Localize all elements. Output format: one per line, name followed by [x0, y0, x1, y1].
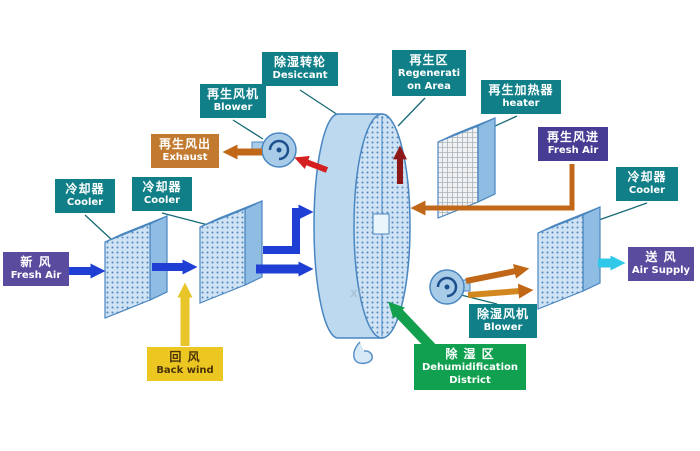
fan-spiral [436, 276, 458, 298]
cooler-left-box [104, 215, 168, 319]
label-cooler-right-zh: 冷却器 [627, 170, 667, 184]
label-desiccant-wheel: 除湿转轮 Desiccant [262, 52, 338, 86]
label-regen-heater-zh: 再生加热器 [488, 83, 554, 97]
label-dehumid-blower-en: Blower [483, 322, 523, 333]
fan-spiral [268, 139, 290, 161]
label-regen-blower-en: Blower [213, 102, 253, 113]
label-regen-exhaust-en: Exhaust [162, 152, 208, 163]
label-dehumid-district-zh: 除 湿 区 [445, 347, 495, 361]
wheel-to-blower-arrow [294, 155, 329, 173]
label-air-supply: 送 风 Air Supply [628, 247, 694, 281]
cooler-mid-box [199, 200, 263, 304]
connector-regen-area [397, 97, 426, 127]
connector-regen-blower [232, 119, 264, 140]
cooler-right-box [537, 206, 601, 310]
label-regen-fresh-air-en: Fresh Air [547, 145, 599, 156]
label-regen-exhaust: 再生风出 Exhaust [151, 134, 219, 168]
wheel-hub [372, 213, 390, 235]
label-desiccant-en: Desiccant [272, 70, 328, 81]
label-regen-heater-en: heater [502, 98, 540, 109]
label-cooler-mid-zh: 冷却器 [142, 180, 182, 194]
label-regen-exhaust-zh: 再生风出 [158, 137, 211, 151]
label-back-wind-zh: 回 风 [169, 350, 201, 364]
label-regen-blower-zh: 再生风机 [206, 87, 259, 101]
regen-blower-fan [251, 132, 297, 168]
dry-air-arrow-2 [467, 283, 534, 299]
label-dehumidification-district: 除 湿 区 Dehumidification District [414, 344, 526, 390]
dry-air-arrow-1 [465, 263, 530, 284]
label-regen-area-zh: 再生区 [409, 53, 449, 67]
regen-heater-box [437, 117, 496, 219]
label-regen-area-en: Regeneration Area [397, 68, 461, 92]
label-air-supply-zh: 送 风 [645, 250, 677, 264]
label-fresh-air-en: Fresh Air [10, 270, 62, 281]
wheel-seal-ribbon [353, 341, 373, 365]
label-fresh-air-zh: 新 风 [20, 255, 52, 269]
connector-dehumid-blower [460, 294, 498, 305]
regen-air-path-arrow [410, 164, 575, 216]
label-cooler-left-zh: 冷却器 [65, 182, 105, 196]
label-cooler-left-en: Cooler [66, 197, 104, 208]
label-fresh-air-inlet: 新 风 Fresh Air [3, 252, 69, 286]
label-regen-blower: 再生风机 Blower [200, 84, 266, 118]
label-air-supply-en: Air Supply [631, 265, 691, 276]
label-cooler-mid-en: Cooler [143, 195, 181, 206]
label-dehumid-district-en: Dehumidification District [421, 362, 519, 386]
dehumid-blower-fan [429, 269, 471, 305]
watermark: xt [350, 286, 363, 301]
label-cooler-right: 冷却器 Cooler [616, 167, 678, 201]
label-cooler-mid: 冷却器 Cooler [132, 177, 192, 211]
connector-cooler-right [595, 202, 648, 222]
flow-arrows [68, 144, 626, 356]
label-back-wind-en: Back wind [156, 365, 214, 376]
connector-cooler-left [84, 214, 113, 241]
label-desiccant-zh: 除湿转轮 [273, 55, 326, 69]
label-regen-fresh-air-zh: 再生风进 [546, 130, 599, 144]
process-air-arrow-3 [263, 204, 314, 254]
label-dehumid-blower-zh: 除湿风机 [476, 307, 529, 321]
label-back-wind: 回 风 Back wind [147, 347, 223, 381]
label-regeneration-area: 再生区 Regeneration Area [392, 50, 466, 96]
label-cooler-right-en: Cooler [628, 185, 666, 196]
label-regen-heater: 再生加热器 heater [481, 80, 561, 114]
desiccant-wheel [313, 113, 411, 365]
label-dehumid-blower: 除湿风机 Blower [469, 304, 537, 338]
label-cooler-left: 冷却器 Cooler [55, 179, 115, 213]
connector-cooler-mid [161, 212, 213, 227]
label-regen-fresh-air: 再生风进 Fresh Air [538, 127, 608, 161]
